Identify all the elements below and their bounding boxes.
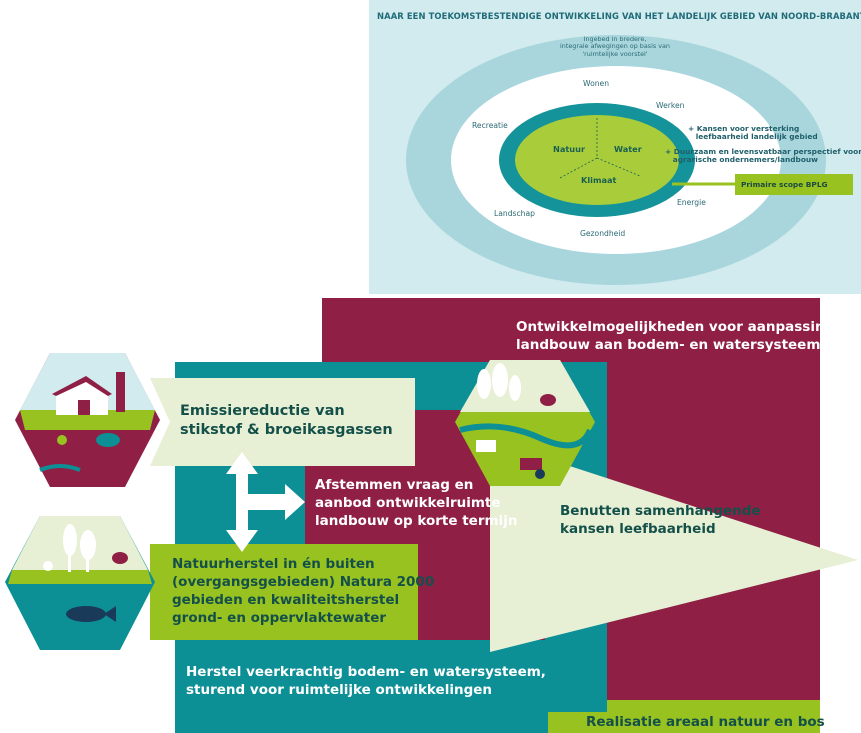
note-text: Ingebed in bredere, integrale afwegingen… [560,35,670,58]
connector-arrow [226,452,305,552]
benutten-arrow [490,440,858,652]
core-label-natuur: Natuur [553,144,585,154]
ring-label-energie: Energie [677,198,706,207]
scope-label: Primaire scope BPLG [735,174,853,195]
ring-label-landschap: Landschap [494,209,535,218]
natuurherstel-banner [150,544,418,640]
realisatie-strip-top [607,700,820,733]
core-ellipse [515,115,679,205]
emissie-text: Emissiereductie van stikstof & broeikasg… [180,403,393,438]
top-title: NAAR EEN TOEKOMSTBESTENDIGE ONTWIKKELING… [377,11,861,21]
ring-label-wonen: Wonen [583,79,610,88]
emissie-pennant [150,378,415,466]
afstemmen-text: Afstemmen vraag en aanbod ontwikkelruimt… [315,477,518,529]
nature-hexagon [5,516,155,650]
farm-hexagon [15,353,160,487]
plus-leefbaarheid: + Kansen voor versterking leefbaarheid l… [688,124,818,141]
maroon-title: Ontwikkelmogelijkheden voor aanpassing l… [516,319,835,353]
herstel-text: Herstel veerkrachtig bodem- en watersyst… [186,664,546,698]
ring-label-recreatie: Recreatie [472,121,508,130]
realisatie-text: Realisatie areaal natuur en bos [586,714,825,730]
benutten-text: Benutten samenhangende kansen leefbaarhe… [560,503,761,537]
landscape-hexagon [455,360,595,486]
ring-label-werken: Werken [656,101,685,110]
core-label-water: Water [614,144,642,154]
ring-label-gezondheid: Gezondheid [580,229,626,238]
plus-perspectief: + Duurzaam en levensvatbaar perspectief … [665,147,861,164]
core-label-klimaat: Klimaat [581,175,617,185]
natuurherstel-text: Natuurherstel in én buiten (overgangsgeb… [172,556,435,626]
core-divider-left [559,157,598,179]
